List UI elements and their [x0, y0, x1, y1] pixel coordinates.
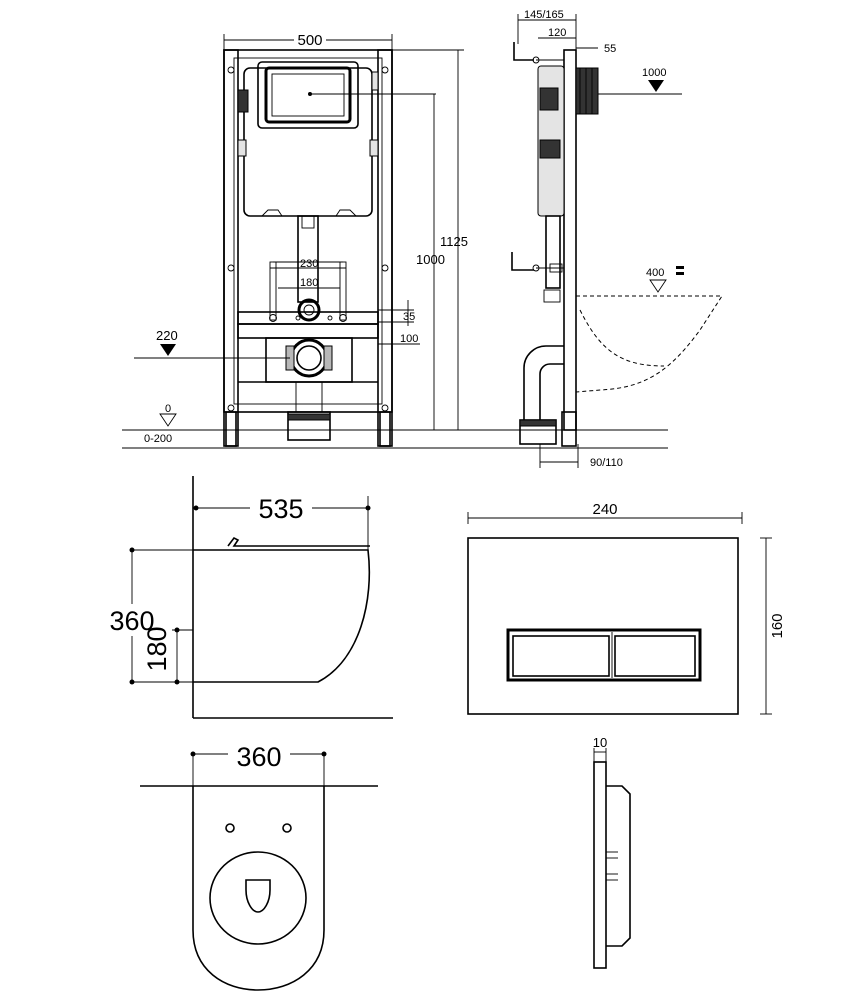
button-small-flush [512, 635, 610, 677]
cistern-top-frame [257, 61, 359, 129]
bracket-right [371, 71, 379, 91]
plate-side-body [593, 761, 607, 969]
bolt-hole [327, 315, 333, 321]
lower-bar [237, 323, 379, 339]
waste-pipe-ring [287, 413, 331, 421]
label-0-200: 0-200 [144, 433, 172, 445]
label-35: 35 [403, 311, 415, 323]
foot-left [225, 411, 237, 447]
fixing-hole-left [225, 823, 235, 833]
flush-opening [264, 66, 352, 124]
leg-hole [227, 66, 235, 74]
valve-block [539, 87, 559, 111]
bowl-rim [209, 851, 307, 945]
label-height-1125: 1125 [440, 234, 468, 249]
pipe-collar [301, 215, 315, 229]
label-220: 220 [156, 328, 178, 343]
flush-plate-side: 10 [593, 735, 631, 969]
label-0: 0 [165, 403, 171, 415]
bowl-side-view: 535 360 180 [104, 476, 393, 719]
label-360-width: 360 [236, 742, 281, 772]
wall-bracket-top [513, 42, 534, 61]
frame-side-view: 145/165 120 55 1000 400 90/110 [511, 9, 723, 469]
label-120: 120 [548, 27, 566, 39]
bolt-hole [295, 315, 301, 321]
flush-plate-front: 240 160 [467, 501, 786, 715]
label-230: 230 [300, 258, 318, 270]
clip [261, 209, 283, 217]
label-90-110: 90/110 [590, 457, 623, 469]
water-inlet-inner [303, 304, 315, 316]
frame-front-view: 500 1125 1000 230 180 35 100 220 0 0-200 [122, 32, 668, 449]
label-145-165: 145/165 [524, 9, 564, 21]
button-full-flush [614, 635, 696, 677]
cross-bar [237, 311, 379, 325]
label-height-1000: 1000 [416, 252, 445, 267]
water-inlet [297, 298, 321, 322]
frame-leg-left [223, 49, 239, 447]
bowl-dashed-outline [575, 295, 723, 393]
bowl-dashed-inner [579, 309, 665, 367]
drain-clamp-right [323, 345, 333, 371]
flush-plate-outline [467, 537, 739, 715]
bracket-left-low [237, 139, 247, 157]
level-marker-1000 [648, 80, 664, 92]
label-240: 240 [592, 501, 617, 518]
drain-elbow-inner [539, 363, 564, 420]
frame-leg-right [377, 49, 393, 447]
bowl-profile [193, 549, 371, 683]
label-1000-side: 1000 [642, 67, 666, 79]
bolt-hole [269, 314, 277, 322]
flush-plate-profile [575, 67, 599, 115]
label-360-height: 360 [109, 606, 154, 636]
frame-inner [233, 57, 383, 405]
drain-outlet-inner [296, 345, 322, 371]
leg-hole [227, 404, 235, 412]
level-marker-220 [160, 344, 176, 356]
bowl-drain [245, 879, 271, 913]
foot-right [379, 411, 391, 447]
label-width-500: 500 [297, 32, 322, 49]
leg-hole [381, 264, 389, 272]
label-180-outlet: 180 [142, 626, 172, 671]
leg-hole [227, 264, 235, 272]
leg-hole [381, 404, 389, 412]
level-marker-400 [649, 279, 667, 293]
bowl-top-outline [192, 786, 325, 991]
label-100: 100 [400, 333, 418, 345]
bolt-hole [339, 314, 347, 322]
label-10: 10 [593, 735, 607, 750]
label-535: 535 [258, 494, 303, 524]
bracket-left [237, 89, 249, 113]
seat-profile [227, 536, 370, 547]
wall-bracket-low [511, 252, 534, 271]
plate-side-profile [606, 785, 631, 947]
side-foot [561, 411, 577, 447]
leg-hole [381, 66, 389, 74]
fixing-hole-right [282, 823, 292, 833]
waste-pipe [287, 411, 331, 441]
flush-opening-inner [271, 73, 345, 117]
button-frame [506, 628, 702, 682]
side-pipe [545, 215, 561, 289]
label-400: 400 [646, 267, 664, 279]
clip [335, 209, 357, 217]
label-55: 55 [604, 43, 616, 55]
label-180: 180 [300, 277, 318, 289]
level-marker-0 [159, 413, 177, 427]
wall-plate [563, 49, 577, 431]
drain-elbow-outer [523, 345, 564, 420]
bracket-right-low [369, 139, 379, 157]
cistern-body [243, 67, 373, 217]
bowl-top-view: 360 [140, 738, 378, 991]
valve-block-low [539, 139, 561, 159]
label-160: 160 [769, 613, 786, 638]
